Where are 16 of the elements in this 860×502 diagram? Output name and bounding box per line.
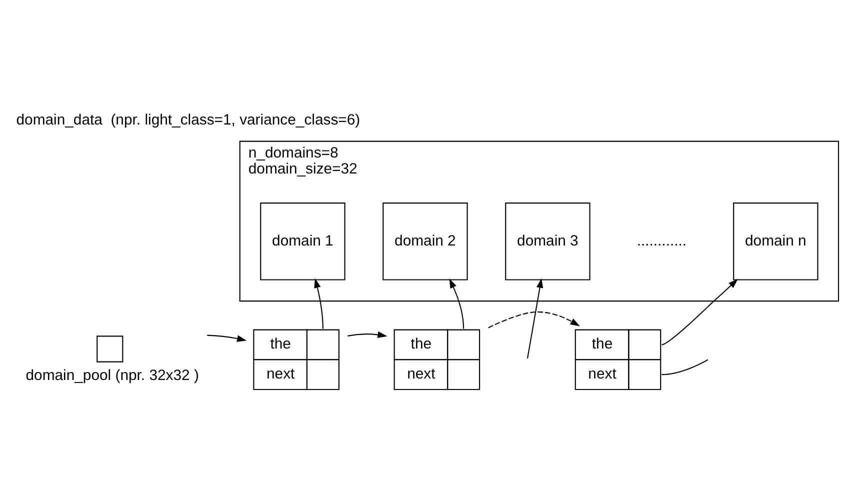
node-label: domain_pool (npr. 32x32 ) [26,368,199,384]
node-box: domain 3 [505,202,590,280]
connector [662,359,708,376]
node-box [96,336,124,362]
node-box: domain n [733,202,818,280]
arrow [314,278,324,329]
node-box: domain 2 [382,202,468,280]
arrow [488,311,580,328]
label: ............ [636,233,687,250]
arrow [348,331,388,338]
arrow [207,334,247,342]
node-box: domain 1 [260,202,346,280]
arrow [449,278,464,329]
arrow [662,278,738,346]
arrow [526,278,544,359]
diagram-title: domain_data (npr. light_class=1, variance_class=6) [16,112,360,128]
